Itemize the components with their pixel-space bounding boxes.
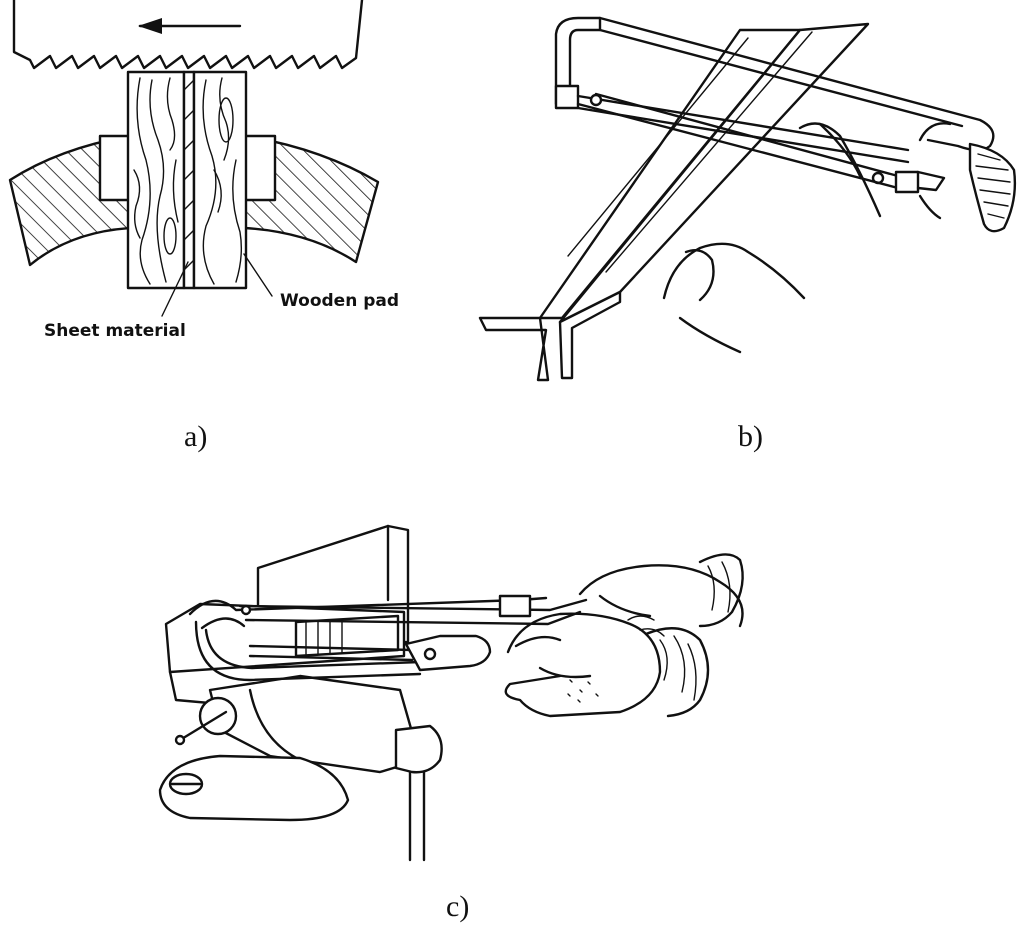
caption-b: b)	[738, 420, 763, 453]
bench-vise	[158, 602, 443, 862]
saw-blade	[12, 0, 364, 70]
sheet-material	[182, 70, 196, 290]
caption-a: a)	[184, 420, 207, 453]
hands-c	[504, 553, 744, 718]
hand-b	[662, 122, 882, 354]
panel-a: Wooden pad Sheet material a)	[8, 0, 399, 453]
vise-jaw-left	[8, 134, 132, 267]
hacksaw-frame-b	[554, 16, 1017, 233]
vise-jaw-right	[243, 134, 380, 264]
direction-arrow-icon	[138, 18, 242, 34]
wooden-pad-leader	[243, 253, 273, 297]
angle-iron	[478, 22, 870, 382]
wooden-pad-right	[192, 70, 248, 290]
sheet-material-leader	[161, 261, 189, 317]
wooden-pad-left	[126, 70, 186, 290]
panel-c: c)	[158, 524, 744, 923]
panel-b: b)	[478, 16, 1017, 453]
caption-c: c)	[446, 890, 469, 923]
hacksaw-frame-c	[188, 594, 588, 682]
label-wooden-pad: Wooden pad	[280, 291, 399, 311]
label-sheet-material: Sheet material	[44, 321, 186, 341]
